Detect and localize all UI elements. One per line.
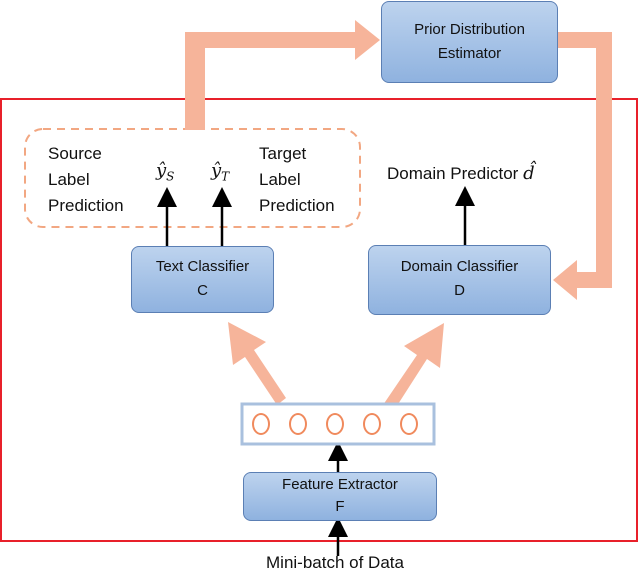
y-hat-target: ŷT bbox=[211, 160, 229, 184]
feature-unit-circle bbox=[252, 413, 270, 435]
domain-classifier-line-2: D bbox=[454, 282, 465, 299]
target-line-1: Target bbox=[259, 144, 307, 163]
feature-unit-circle bbox=[400, 413, 418, 435]
source-label-prediction: Source Label Prediction bbox=[48, 141, 124, 219]
feature-unit-circle bbox=[326, 413, 344, 435]
prior-estimator-line-2: Estimator bbox=[437, 45, 502, 62]
domain-classifier-line-1: Domain Classifier bbox=[400, 258, 519, 275]
text-classifier: Text Classifier C bbox=[131, 246, 274, 313]
target-line-2: Label bbox=[259, 170, 301, 189]
y-hat-source-subscript: S bbox=[166, 169, 175, 184]
text-classifier-line-1: Text Classifier bbox=[155, 258, 250, 275]
source-line-2: Label bbox=[48, 170, 90, 189]
d-hat-symbol: d̂ bbox=[523, 163, 535, 184]
feature-extractor: Feature Extractor F bbox=[243, 472, 437, 521]
y-hat-target-symbol: ŷ bbox=[211, 160, 222, 181]
prediction-group bbox=[24, 128, 361, 228]
outer-frame bbox=[0, 98, 638, 542]
source-line-1: Source bbox=[48, 144, 102, 163]
y-hat-source-symbol: ŷ bbox=[156, 160, 167, 181]
domain-predictor-label: Domain Predictor d̂ bbox=[387, 161, 535, 187]
domain-predictor-text: Domain Predictor bbox=[387, 164, 519, 183]
target-label-prediction: Target Label Prediction bbox=[259, 141, 335, 219]
target-line-3: Prediction bbox=[259, 196, 335, 215]
prior-distribution-estimator: Prior Distribution Estimator bbox=[381, 1, 558, 83]
y-hat-source: ŷS bbox=[156, 160, 174, 184]
prior-estimator-line-1: Prior Distribution bbox=[414, 21, 525, 38]
feature-extractor-line-2: F bbox=[335, 498, 345, 515]
input-label: Mini-batch of Data bbox=[266, 551, 404, 575]
y-hat-target-subscript: T bbox=[221, 169, 230, 184]
source-line-3: Prediction bbox=[48, 196, 124, 215]
flow-arrow-to-prior bbox=[185, 20, 380, 130]
feature-unit-circle bbox=[363, 413, 381, 435]
text-classifier-line-2: C bbox=[197, 282, 208, 299]
feature-unit-circle bbox=[289, 413, 307, 435]
flow-arrow-prior-to-domain bbox=[553, 32, 612, 300]
feature-extractor-line-1: Feature Extractor bbox=[282, 476, 398, 493]
flow-arrow-features-to-domain bbox=[383, 323, 444, 412]
flow-arrow-features-to-text bbox=[228, 322, 286, 405]
input-text: Mini-batch of Data bbox=[266, 553, 404, 572]
domain-classifier: Domain Classifier D bbox=[368, 245, 551, 315]
